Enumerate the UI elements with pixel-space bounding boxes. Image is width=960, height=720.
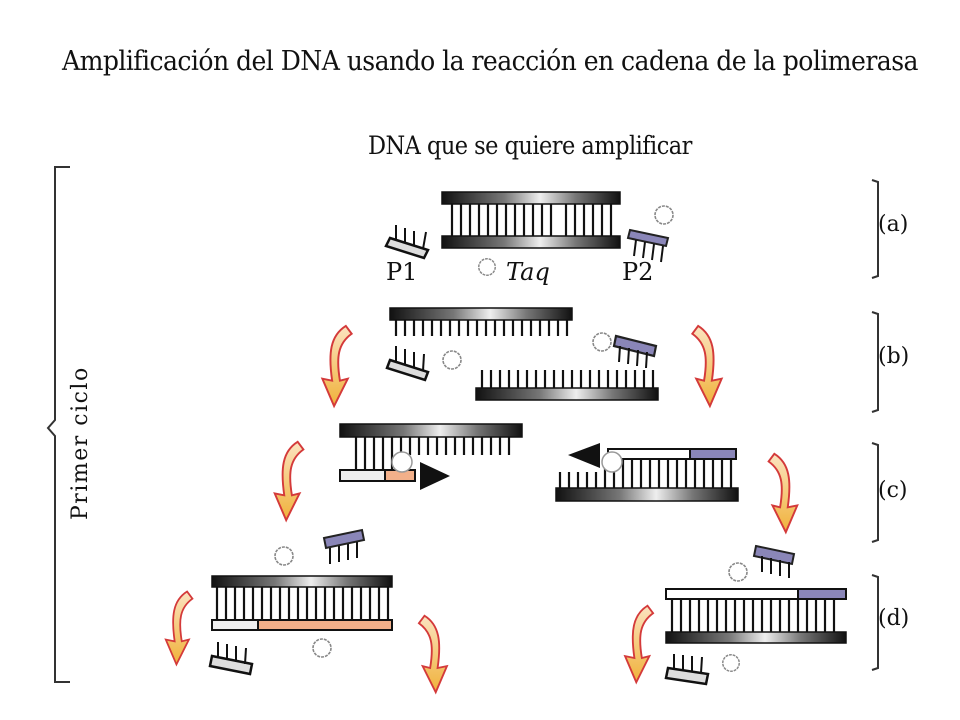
primer-p1 bbox=[385, 346, 430, 382]
step-b-strand-bottom bbox=[475, 370, 659, 401]
taq-polymerase-icon bbox=[274, 546, 294, 566]
taq-polymerase-icon bbox=[592, 332, 612, 352]
taq-polymerase-icon bbox=[728, 562, 748, 582]
primer-p1 bbox=[384, 225, 430, 260]
step-label-d: (d) bbox=[878, 606, 910, 631]
cycle-arrow-icon bbox=[691, 324, 723, 408]
primer-p1 bbox=[208, 642, 254, 676]
step-b-strand-top bbox=[389, 307, 573, 336]
step-a-dna bbox=[441, 191, 621, 249]
diagram-title: Amplificación del DNA usando la reacción… bbox=[62, 46, 919, 77]
taq-polymerase-icon bbox=[654, 205, 674, 225]
taq-label: Taq bbox=[506, 258, 550, 286]
cycle-arrow-icon bbox=[273, 440, 305, 522]
taq-polymerase-icon bbox=[312, 638, 332, 658]
step-label-a: (a) bbox=[878, 212, 909, 237]
primer-p2 bbox=[612, 334, 658, 369]
step-c-left-complex bbox=[339, 423, 523, 490]
taq-polymerase-icon bbox=[478, 258, 496, 276]
primer-p1 bbox=[664, 654, 710, 686]
step-c-right-complex bbox=[555, 443, 739, 502]
primer-p2 bbox=[322, 528, 366, 564]
cycle-arrow-icon bbox=[624, 604, 655, 684]
step-brackets bbox=[871, 179, 879, 671]
step-d-right-duplex bbox=[665, 588, 847, 644]
primer-p2 bbox=[752, 544, 796, 578]
primer-p2-label: P2 bbox=[622, 258, 654, 286]
primer-p2 bbox=[626, 228, 670, 263]
step-label-c: (c) bbox=[878, 478, 908, 503]
cycle-arrow-icon bbox=[164, 590, 194, 666]
cycle-bracket bbox=[46, 166, 70, 683]
primer-p1-label: P1 bbox=[386, 258, 418, 286]
cycle-arrow-icon bbox=[767, 452, 799, 534]
step-label-b: (b) bbox=[878, 344, 910, 369]
diagram-subtitle: DNA que se quiere amplificar bbox=[368, 131, 692, 160]
cycle-label: Primer ciclo bbox=[68, 366, 93, 520]
cycle-arrow-icon bbox=[321, 324, 353, 408]
cycle-arrow-icon bbox=[417, 614, 448, 694]
step-d-left-duplex bbox=[211, 575, 393, 631]
taq-polymerase-icon bbox=[722, 654, 740, 672]
taq-polymerase-icon bbox=[442, 350, 462, 370]
